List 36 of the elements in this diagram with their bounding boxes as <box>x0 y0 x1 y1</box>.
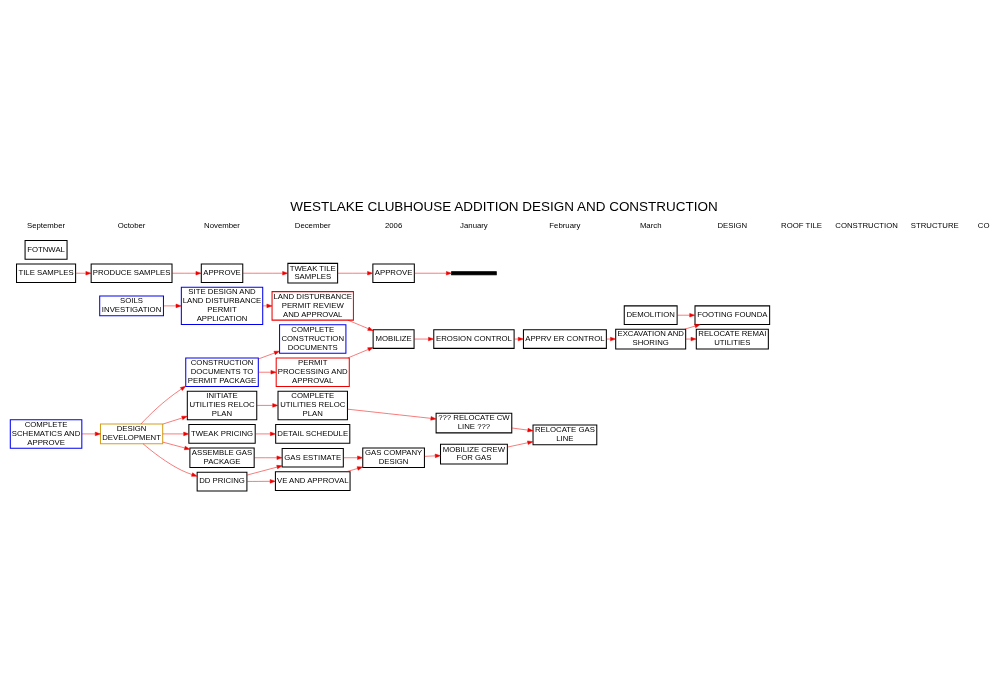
arrow <box>254 455 283 460</box>
arrow <box>163 303 182 308</box>
arrow <box>162 431 190 436</box>
arrow <box>606 337 616 342</box>
arrow <box>414 271 452 276</box>
arrow <box>676 313 696 318</box>
arrow <box>413 337 434 342</box>
arrow <box>346 466 363 472</box>
arrow <box>507 440 534 448</box>
arrow <box>511 427 534 433</box>
arrow <box>513 337 524 342</box>
arrow <box>684 324 701 330</box>
arrow <box>347 347 374 359</box>
arrow <box>685 337 697 342</box>
arrow <box>258 370 277 375</box>
diagram-title: WESTLAKE CLUBHOUSE ADDITION DESIGN AND CONSTRUCTION <box>290 198 718 214</box>
arrow <box>162 441 191 450</box>
arrow <box>81 431 101 436</box>
arrow <box>424 453 441 458</box>
arrow <box>171 271 202 276</box>
arrow <box>256 403 279 408</box>
arrow <box>140 386 186 425</box>
arrow <box>347 408 437 421</box>
arrow <box>142 443 198 477</box>
node-bar <box>451 271 497 276</box>
arrow <box>242 271 289 276</box>
arrow <box>258 350 280 360</box>
arrow <box>246 479 276 484</box>
arrow <box>162 415 188 425</box>
arrow <box>347 319 374 331</box>
arrow <box>246 465 283 476</box>
arrow <box>75 271 92 276</box>
arrow <box>343 455 363 460</box>
arrow <box>262 303 273 308</box>
arrow <box>337 271 373 276</box>
arrow <box>255 431 276 436</box>
